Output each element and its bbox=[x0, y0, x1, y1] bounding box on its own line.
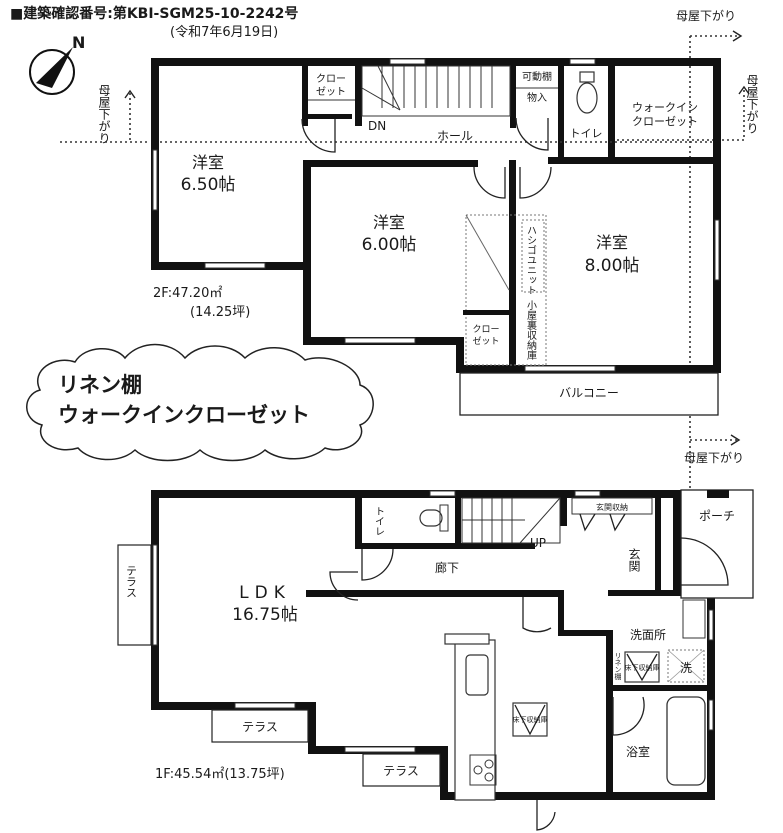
svg-text:母屋下がり: 母屋下がり bbox=[97, 84, 111, 144]
terrace-left bbox=[117, 544, 152, 646]
ladder-unit-label: ハシゴユニット bbox=[525, 225, 537, 295]
washer-label: 洗 bbox=[680, 661, 692, 675]
stairs-2f bbox=[361, 65, 511, 117]
hall-label: ホール bbox=[437, 129, 473, 143]
svg-text:母屋下がり: 母屋下がり bbox=[745, 74, 759, 134]
eave-annotation-bottom-right: 母屋下がり bbox=[684, 434, 744, 465]
callout-line2: ウォークインクローゼット bbox=[58, 403, 310, 427]
room-western1-name: 洋室 bbox=[192, 153, 224, 172]
underfloor-storage1-label: 床下収納庫 bbox=[625, 663, 660, 672]
floor-1-plan: LDK 16.75帖 テラス テラス テラス トイレ UP 廊下 玄関収納 玄関… bbox=[117, 489, 754, 831]
north-label: N bbox=[72, 33, 85, 52]
room-western3-name: 洋室 bbox=[596, 233, 628, 252]
balcony-label: バルコニー bbox=[559, 386, 619, 400]
terrace-bottom1-label: テラス bbox=[242, 720, 278, 734]
eave-annotation-left: 母屋下がり bbox=[60, 84, 150, 144]
terrace-bottom-1 bbox=[211, 709, 309, 743]
entrance-label: 玄関 bbox=[627, 547, 641, 572]
attic-storage-label: 小屋裏収納庫 bbox=[525, 300, 537, 361]
storage-label: 物入 bbox=[527, 91, 547, 104]
svg-text:母屋下がり: 母屋下がり bbox=[684, 450, 744, 465]
stove-icon bbox=[469, 754, 497, 786]
closet1-label-a: クロー bbox=[316, 73, 346, 85]
corridor-label: 廊下 bbox=[435, 560, 459, 575]
terrace-left-label: テラス bbox=[125, 565, 138, 598]
stairs-1f bbox=[461, 497, 561, 544]
floor1-area: 1F:45.54㎡(13.75坪) bbox=[155, 767, 285, 782]
porch bbox=[680, 489, 754, 599]
porch-label: ポーチ bbox=[699, 509, 735, 523]
floor2-area: 2F:47.20㎡ bbox=[153, 286, 222, 301]
stairs-up-label: UP bbox=[530, 536, 546, 550]
entrance-storage-label: 玄関収納 bbox=[596, 502, 628, 512]
eave-annotation-top-right: 母屋下がり bbox=[676, 8, 743, 490]
balcony bbox=[459, 372, 719, 416]
wic-label-b: クローゼット bbox=[632, 115, 698, 128]
terrace-bottom2-label: テラス bbox=[383, 764, 419, 778]
toilet-2f-label: トイレ bbox=[570, 127, 603, 140]
movable-shelf-label: 可動棚 bbox=[522, 70, 552, 83]
wic-label-a: ウォークイン bbox=[632, 101, 698, 114]
stairs-down-label: DN bbox=[368, 119, 386, 133]
eave-annotation-right: 母屋下がり bbox=[612, 74, 759, 141]
closet2-label-b: ゼット bbox=[472, 335, 499, 347]
callout-line1: リネン棚 bbox=[58, 373, 142, 397]
closet2-label-a: クロー bbox=[472, 324, 499, 335]
washroom-label: 洗面所 bbox=[630, 628, 666, 642]
underfloor-storage2-label: 床下収納庫 bbox=[513, 715, 548, 724]
toilet-1f-label: トイレ bbox=[373, 506, 385, 536]
floor-2-plan: 洋室 6.50帖 洋室 6.00帖 洋室 8.00帖 クロー ゼット クロー ゼ… bbox=[151, 58, 721, 416]
closet1-label-b: ゼット bbox=[316, 86, 346, 98]
floor2-area-tsubo: (14.25坪) bbox=[190, 305, 250, 320]
svg-text:母屋下がり: 母屋下がり bbox=[676, 8, 736, 23]
room-western3-size: 8.00帖 bbox=[585, 256, 640, 276]
room-ldk-size: 16.75帖 bbox=[232, 605, 298, 625]
terrace-bottom-2 bbox=[362, 753, 441, 787]
room-western1-size: 6.50帖 bbox=[181, 175, 236, 195]
room-ldk-name: LDK bbox=[239, 583, 291, 603]
room-western2-size: 6.00帖 bbox=[362, 235, 417, 255]
north-arrow-icon: N bbox=[29, 33, 85, 95]
callout-cloud: リネン棚 ウォークインクローゼット bbox=[26, 343, 374, 462]
room-western2-name: 洋室 bbox=[373, 213, 405, 232]
bathroom-label: 浴室 bbox=[626, 744, 650, 759]
permit-number: ■建築確認番号:第KBI-SGM25-10-2242号 bbox=[10, 5, 298, 22]
linen-shelf-label: リネン棚 bbox=[614, 652, 622, 681]
permit-date: (令和7年6月19日) bbox=[170, 25, 278, 40]
